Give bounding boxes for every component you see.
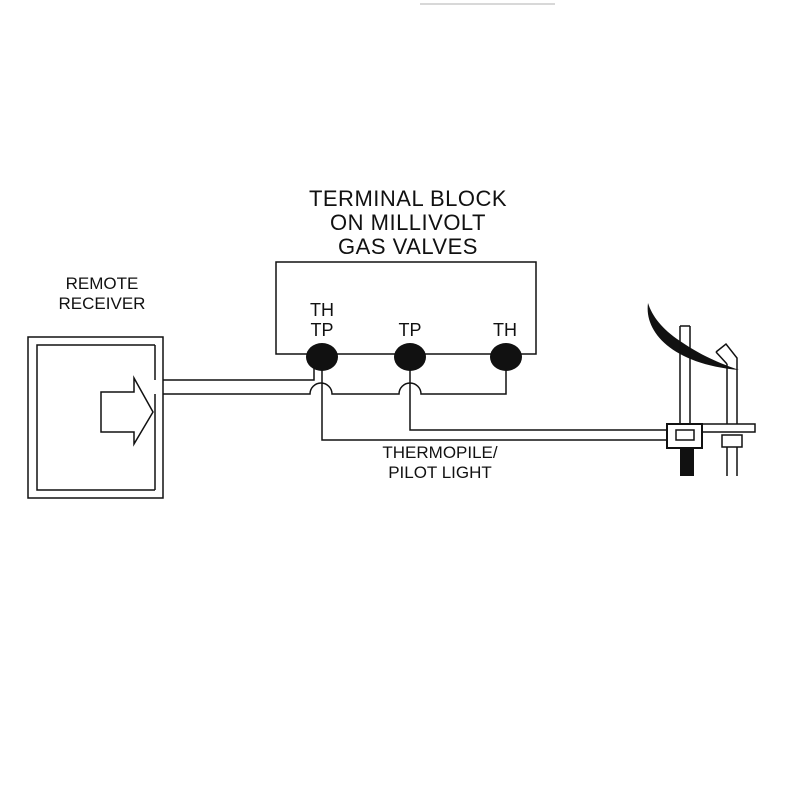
receiver-label-line2: RECEIVER xyxy=(59,294,146,313)
thermopile-wires xyxy=(321,370,667,441)
pilot-flame-icon xyxy=(647,303,739,370)
terminal-label-th-right: TH xyxy=(493,320,517,340)
thermopile-label-line1: THERMOPILE/ xyxy=(382,443,498,462)
remote-receiver xyxy=(27,336,164,499)
pilot-assembly xyxy=(647,303,756,476)
terminal-block-subtitle-2: GAS VALVES xyxy=(338,234,478,259)
terminal-block-subtitle: ON MILLIVOLT xyxy=(330,210,486,235)
thermopile-label-line2: PILOT LIGHT xyxy=(388,463,492,482)
terminal-dot-th xyxy=(490,343,522,371)
terminal-label-th-left: TH xyxy=(310,300,334,320)
terminal-dot-tp xyxy=(394,343,426,371)
terminal-block-title: TERMINAL BLOCK xyxy=(309,186,507,211)
receiver-wires xyxy=(163,366,507,395)
receiver-label-line1: REMOTE xyxy=(66,274,139,293)
terminal-label-tp-left: TP xyxy=(310,320,333,340)
terminal-dot-th-tp xyxy=(306,343,338,371)
receiver-arrow-icon xyxy=(100,375,154,447)
terminal-label-tp-middle: TP xyxy=(398,320,421,340)
